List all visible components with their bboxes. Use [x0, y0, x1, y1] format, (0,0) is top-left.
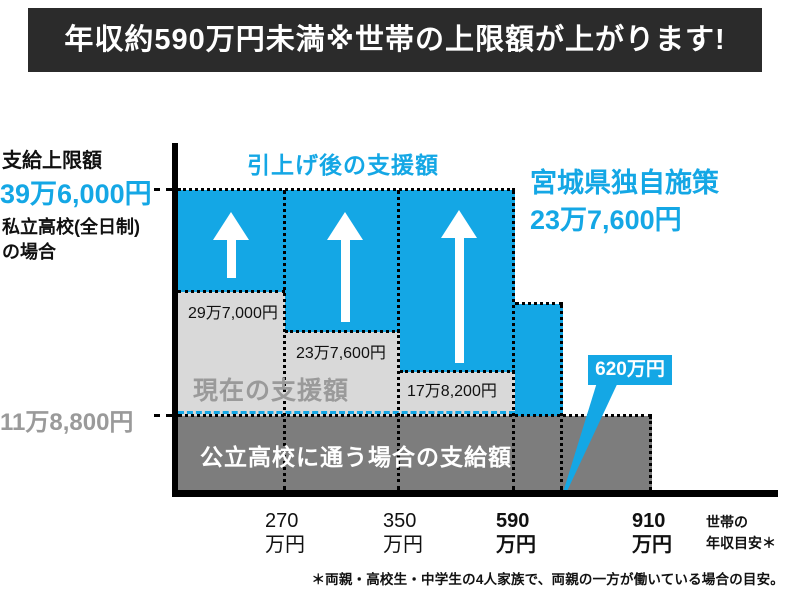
max-amount-label: 39万6,000円 [0, 179, 152, 209]
x-axis-line [172, 490, 778, 497]
column-divider-590 [512, 190, 515, 490]
header-banner: 年収約590万円未満※世帯の上限額が上がります! [28, 8, 762, 72]
school-type-label-line1: 私立高校(全日制) [2, 217, 140, 237]
current-amount-label-1: 29万7,000円 [188, 305, 278, 322]
up-arrow-icon [213, 212, 249, 278]
public-level-dash-left [154, 414, 172, 417]
miyagi-support-bar [515, 304, 563, 417]
column-divider-270 [283, 190, 286, 490]
public-area-top-dotted-line [178, 414, 652, 417]
school-type-label-line2: の場合 [2, 242, 56, 262]
max-level-dotted-line [178, 188, 515, 191]
bar3-bottom-dotted-line [400, 370, 515, 373]
miyagi-bar-top-dotted-line [515, 302, 563, 305]
bar2-bottom-dotted-line [285, 330, 400, 333]
up-arrow-icon [441, 210, 477, 363]
current-support-bar-1 [178, 292, 285, 417]
public-area-right-border [649, 416, 652, 490]
current-support-title: 現在の支援額 [193, 377, 350, 405]
miyagi-policy-line2: 23万7,600円 [530, 205, 682, 235]
bar1-bottom-dotted-line [178, 290, 285, 293]
y-axis-title: 支給上限額 [2, 150, 102, 172]
tick-label-350: 350 万円 [383, 510, 423, 556]
y-axis-line [172, 143, 178, 497]
public-amount-label: 11万8,800円 [0, 409, 134, 436]
miyagi-policy-badge: 宮城県独自施策 23万7,600円 [524, 165, 764, 245]
tick-label-270: 270 万円 [265, 510, 305, 556]
tick-label-910: 910 万円 [632, 510, 672, 556]
current-amount-label-3: 17万8,200円 [407, 383, 497, 400]
current-amount-label-2: 23万7,600円 [296, 345, 386, 362]
callout-620-badge: 620万円 [588, 355, 672, 385]
tick-label-590: 590 万円 [496, 510, 536, 556]
current-support-bar-2 [285, 332, 400, 417]
public-level-blue-dashed-line [178, 411, 515, 414]
up-arrow-icon [327, 212, 363, 322]
x-axis-caption: 世帯の 年収目安＊ [706, 514, 776, 551]
max-level-dash-left [154, 188, 172, 191]
column-divider-620 [560, 304, 563, 490]
raised-support-badge: 引上げ後の支援額 [220, 143, 466, 188]
miyagi-policy-line1: 宮城県独自施策 [530, 168, 719, 198]
column-divider-350 [397, 190, 400, 490]
footnote: ＊両親・高校生・中学生の4人家族で、両親の一方が働いている場合の目安。 [311, 572, 784, 587]
public-school-title: 公立高校に通う場合の支給額 [200, 444, 512, 470]
current-support-bar-3 [400, 372, 515, 417]
